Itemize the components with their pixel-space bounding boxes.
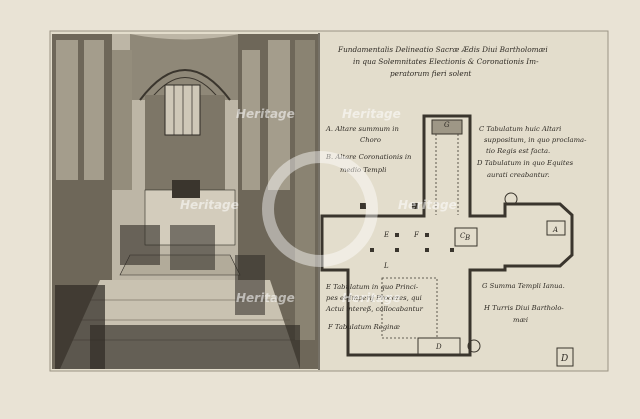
plan-letter-d: D: [435, 343, 442, 351]
legend-text: B. Altare Coronationis in: [325, 153, 411, 161]
legend-text: Choro: [360, 136, 381, 144]
legend-text: G Summa Templi Ianua.: [482, 282, 565, 290]
plan-letter-g: G: [444, 121, 450, 129]
watermark-logo-icon: [262, 151, 378, 267]
watermark-text: Heritage: [180, 198, 239, 212]
legend-text: suppositum, in quo proclama-: [484, 136, 587, 144]
watermark-text: Heritage: [236, 291, 295, 305]
legend-text: E Tabulatum in quo Princi-: [325, 283, 419, 291]
watermark-text: Heritage: [398, 198, 457, 212]
watermark: Heritage Heritage Heritage Heritage Heri…: [180, 107, 457, 305]
legend-text: F Tabulatum Reginæ: [327, 323, 401, 331]
plate-mark: D: [560, 354, 568, 364]
legend-right: C Tabulatum huic Altari suppositum, in q…: [476, 125, 587, 324]
title-line: Fundamentalis Delineatio Sacræ Ædis Diui…: [337, 45, 548, 54]
legend-text: aurati creabantur.: [487, 171, 549, 179]
title-line: in qua Solemnitates Electionis & Coronat…: [353, 57, 539, 66]
legend-text: pes et Imperij Proceres, qui: [326, 294, 422, 302]
plan-letter-c: C: [460, 232, 466, 240]
legend-text: tio Regis est facta.: [486, 147, 550, 155]
legend-text: A. Altare summum in: [325, 125, 399, 133]
watermark-text: Heritage: [342, 107, 401, 121]
legend-text: C Tabulatum huic Altari: [479, 125, 561, 133]
title-line: peratorum fieri solent: [390, 69, 471, 78]
church-interior-engraving: [52, 34, 318, 369]
plate-mark-box: [556, 347, 574, 367]
legend-text: H Turris Diui Bartholo-: [483, 304, 564, 312]
legend-text: D Tabulatum in quo Equites: [476, 159, 574, 167]
legend-text: mæi: [513, 316, 528, 324]
watermark-text: Heritage: [236, 107, 295, 121]
plan-letter-e: E: [383, 231, 389, 239]
plan-letter-a: A: [552, 226, 558, 234]
legend-text: Actui intereß, collocabantur: [325, 305, 424, 313]
plan-letters: G A C B D E F L: [383, 121, 558, 351]
plan-letter-l: L: [383, 262, 389, 270]
legend-left: A. Altare summum in Choro B. Altare Coro…: [325, 125, 424, 331]
plan-letter-b: B: [464, 234, 470, 242]
floor-plan: [320, 114, 574, 357]
legend-text: medio Templi: [340, 166, 386, 174]
watermark-text: Heritage: [342, 291, 401, 305]
plan-letter-f: F: [413, 231, 420, 239]
print-title: Fundamentalis Delineatio Sacræ Ædis Diui…: [337, 45, 548, 78]
